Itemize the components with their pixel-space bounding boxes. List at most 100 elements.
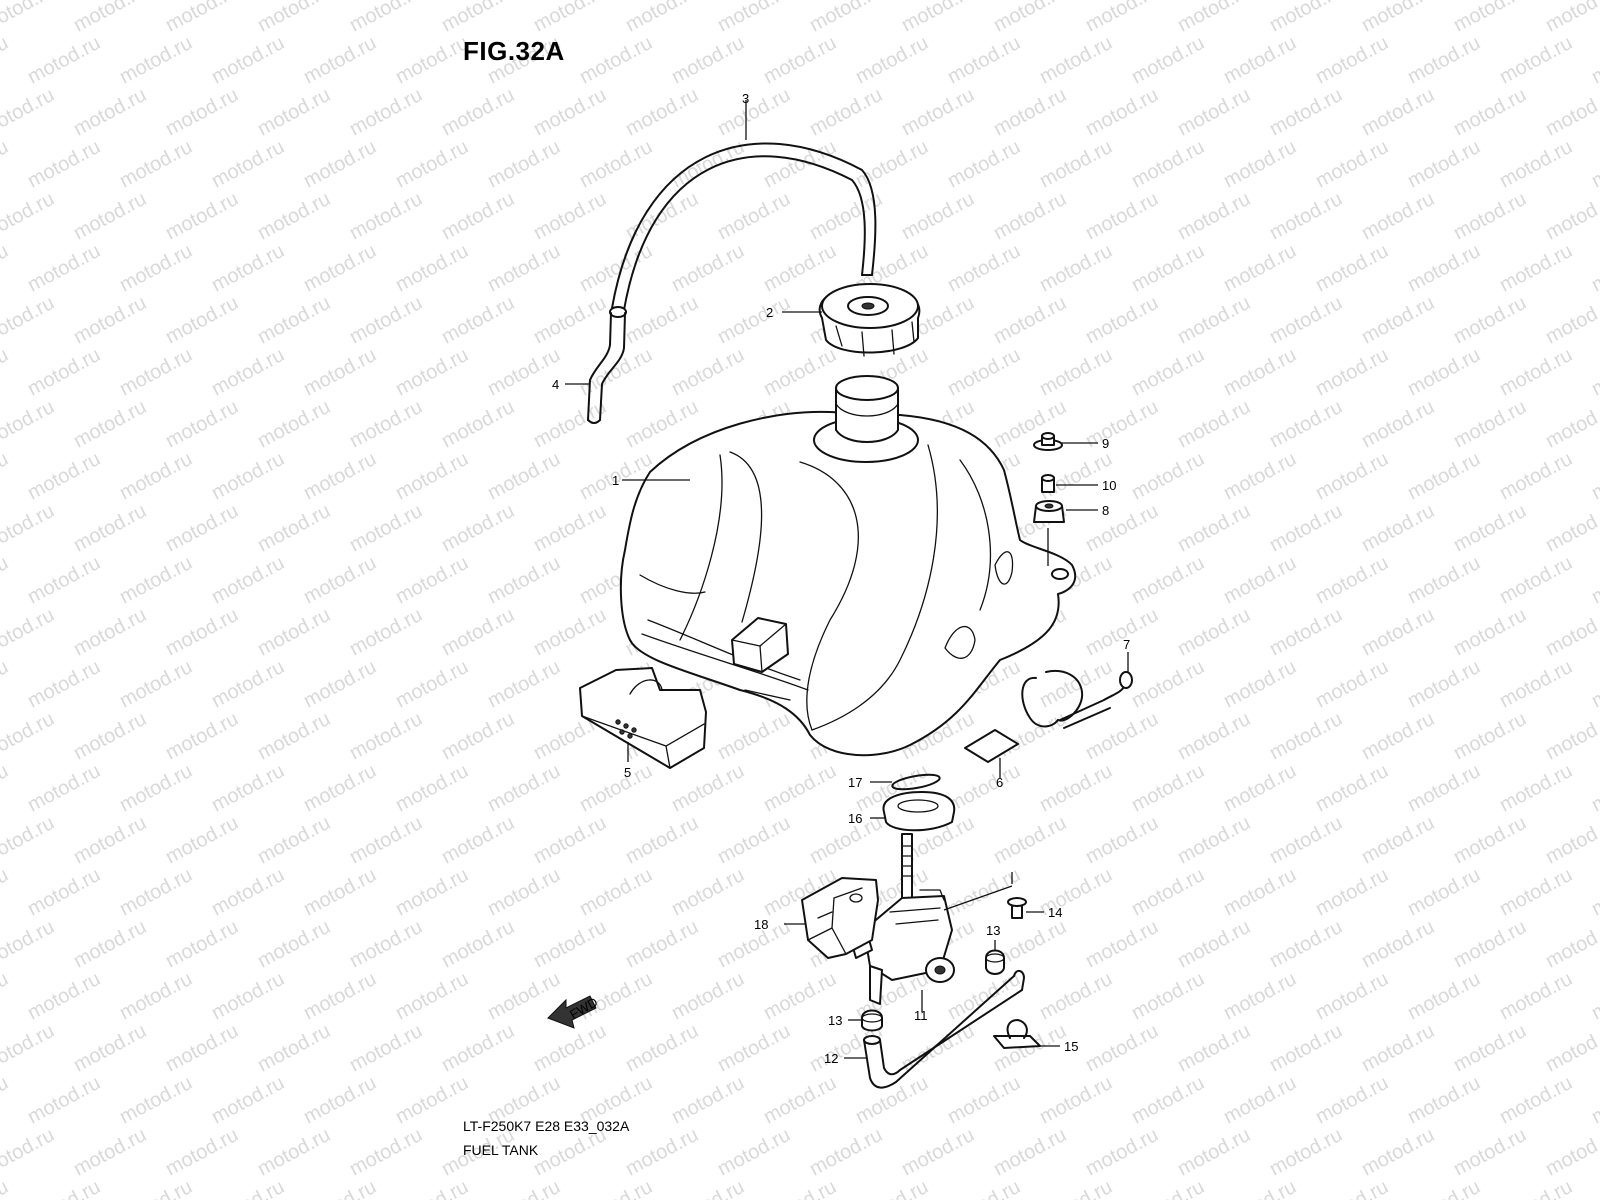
watermark-text: motod.ru xyxy=(852,1176,932,1200)
watermark-text: motod.ru xyxy=(116,656,196,712)
watermark-text: motod.ru xyxy=(484,240,564,296)
callout-15: 15 xyxy=(1064,1039,1078,1054)
watermark-text: motod.ru xyxy=(1220,968,1300,1024)
watermark-text: motod.ru xyxy=(1358,1020,1438,1076)
watermark-text: motod.ru xyxy=(1128,136,1208,192)
watermark-text: motod.ru xyxy=(116,240,196,296)
watermark-text: motod.ru xyxy=(1542,916,1600,972)
watermark-text: motod.ru xyxy=(760,344,840,400)
watermark-text: motod.ru xyxy=(1036,344,1116,400)
watermark-text: motod.ru xyxy=(1496,344,1576,400)
watermark-text: motod.ru xyxy=(346,604,426,660)
watermark-text: motod.ru xyxy=(1128,1072,1208,1128)
watermark-text: motod.ru xyxy=(1312,1176,1392,1200)
watermark-text: motod.ru xyxy=(24,552,104,608)
watermark-text: motod.ru xyxy=(622,0,702,36)
watermark-text: motod.ru xyxy=(346,0,426,36)
watermark-text: motod.ru xyxy=(116,1176,196,1200)
watermark-text: motod.ru xyxy=(438,0,518,36)
watermark-text: motod.ru xyxy=(70,500,150,556)
watermark-text: motod.ru xyxy=(760,1072,840,1128)
watermark-text: motod.ru xyxy=(0,0,58,36)
watermark-text: motod.ru xyxy=(392,32,472,88)
watermark-text: motod.ru xyxy=(1128,448,1208,504)
part-16-flange-gasket xyxy=(870,791,956,832)
watermark-text: motod.ru xyxy=(484,448,564,504)
watermark-text: motod.ru xyxy=(116,1072,196,1128)
watermark-text: motod.ru xyxy=(300,448,380,504)
watermark-text: motod.ru xyxy=(1082,0,1162,36)
watermark-text: motod.ru xyxy=(530,812,610,868)
watermark-text: motod.ru xyxy=(1174,188,1254,244)
watermark-text: motod.ru xyxy=(254,916,334,972)
watermark-text: motod.ru xyxy=(70,708,150,764)
watermark-text: motod.ru xyxy=(300,1176,380,1200)
watermark-text: motod.ru xyxy=(438,396,518,452)
watermark-text: motod.ru xyxy=(1496,32,1576,88)
watermark-text: motod.ru xyxy=(70,604,150,660)
watermark-text: motod.ru xyxy=(392,1072,472,1128)
watermark-text: motod.ru xyxy=(1450,708,1530,764)
watermark-text: motod.ru xyxy=(1542,188,1600,244)
watermark-text: motod.ru xyxy=(1082,84,1162,140)
watermark-text: motod.ru xyxy=(1174,708,1254,764)
watermark-text: motod.ru xyxy=(1358,188,1438,244)
watermark-text: motod.ru xyxy=(1588,344,1600,400)
watermark-text: motod.ru xyxy=(208,344,288,400)
watermark-text: motod.ru xyxy=(1542,396,1600,452)
watermark-text: motod.ru xyxy=(1358,916,1438,972)
watermark-text: motod.ru xyxy=(0,1124,58,1180)
watermark-text: motod.ru xyxy=(70,84,150,140)
watermark-text: motod.ru xyxy=(1266,1020,1346,1076)
watermark-text: motod.ru xyxy=(668,864,748,920)
watermark-text: motod.ru xyxy=(1542,812,1600,868)
watermark-text: motod.ru xyxy=(714,708,794,764)
watermark-text: motod.ru xyxy=(300,240,380,296)
watermark-text: motod.ru xyxy=(806,0,886,36)
callout-4: 4 xyxy=(552,377,559,392)
watermark-text: motod.ru xyxy=(1266,84,1346,140)
watermark-text: motod.ru xyxy=(1128,344,1208,400)
watermark-text: motod.ru xyxy=(1082,1124,1162,1180)
watermark-text: motod.ru xyxy=(1220,240,1300,296)
part-7-tank-strap xyxy=(1021,652,1133,729)
watermark-text: motod.ru xyxy=(1128,32,1208,88)
watermark-text: motod.ru xyxy=(1542,292,1600,348)
watermark-text: motod.ru xyxy=(24,448,104,504)
callout-13-lower: 13 xyxy=(828,1013,842,1028)
watermark-text: motod.ru xyxy=(438,292,518,348)
part-10-collar xyxy=(1041,474,1098,493)
watermark-text: motod.ru xyxy=(576,32,656,88)
watermark-text: motod.ru xyxy=(484,864,564,920)
watermark-text: motod.ru xyxy=(392,760,472,816)
watermark-text: motod.ru xyxy=(530,604,610,660)
watermark-text: motod.ru xyxy=(1220,136,1300,192)
watermark-text: motod.ru xyxy=(622,84,702,140)
part-11-fuel-valve xyxy=(851,833,1013,1012)
watermark-text: motod.ru xyxy=(1358,708,1438,764)
watermark-text: motod.ru xyxy=(0,968,12,1024)
watermark-text: motod.ru xyxy=(484,656,564,712)
watermark-text: motod.ru xyxy=(0,396,58,452)
watermark-text: motod.ru xyxy=(1312,760,1392,816)
watermark-text: motod.ru xyxy=(1450,604,1530,660)
watermark-text: motod.ru xyxy=(1588,968,1600,1024)
watermark-text: motod.ru xyxy=(1588,448,1600,504)
watermark-text: motod.ru xyxy=(1312,344,1392,400)
callout-2: 2 xyxy=(766,305,773,320)
watermark-text: motod.ru xyxy=(0,136,12,192)
watermark-text: motod.ru xyxy=(576,344,656,400)
watermark-text: motod.ru xyxy=(530,396,610,452)
watermark-text: motod.ru xyxy=(300,136,380,192)
watermark-text: motod.ru xyxy=(0,916,58,972)
watermark-text: motod.ru xyxy=(392,1176,472,1200)
part-1-fuel-tank xyxy=(619,375,1077,757)
watermark-text: motod.ru xyxy=(70,812,150,868)
watermark-text: motod.ru xyxy=(1450,0,1530,36)
watermark-text: motod.ru xyxy=(162,1020,242,1076)
watermark-text: motod.ru xyxy=(116,968,196,1024)
watermark-text: motod.ru xyxy=(70,1124,150,1180)
watermark-text: motod.ru xyxy=(24,656,104,712)
callout-5: 5 xyxy=(624,765,631,780)
